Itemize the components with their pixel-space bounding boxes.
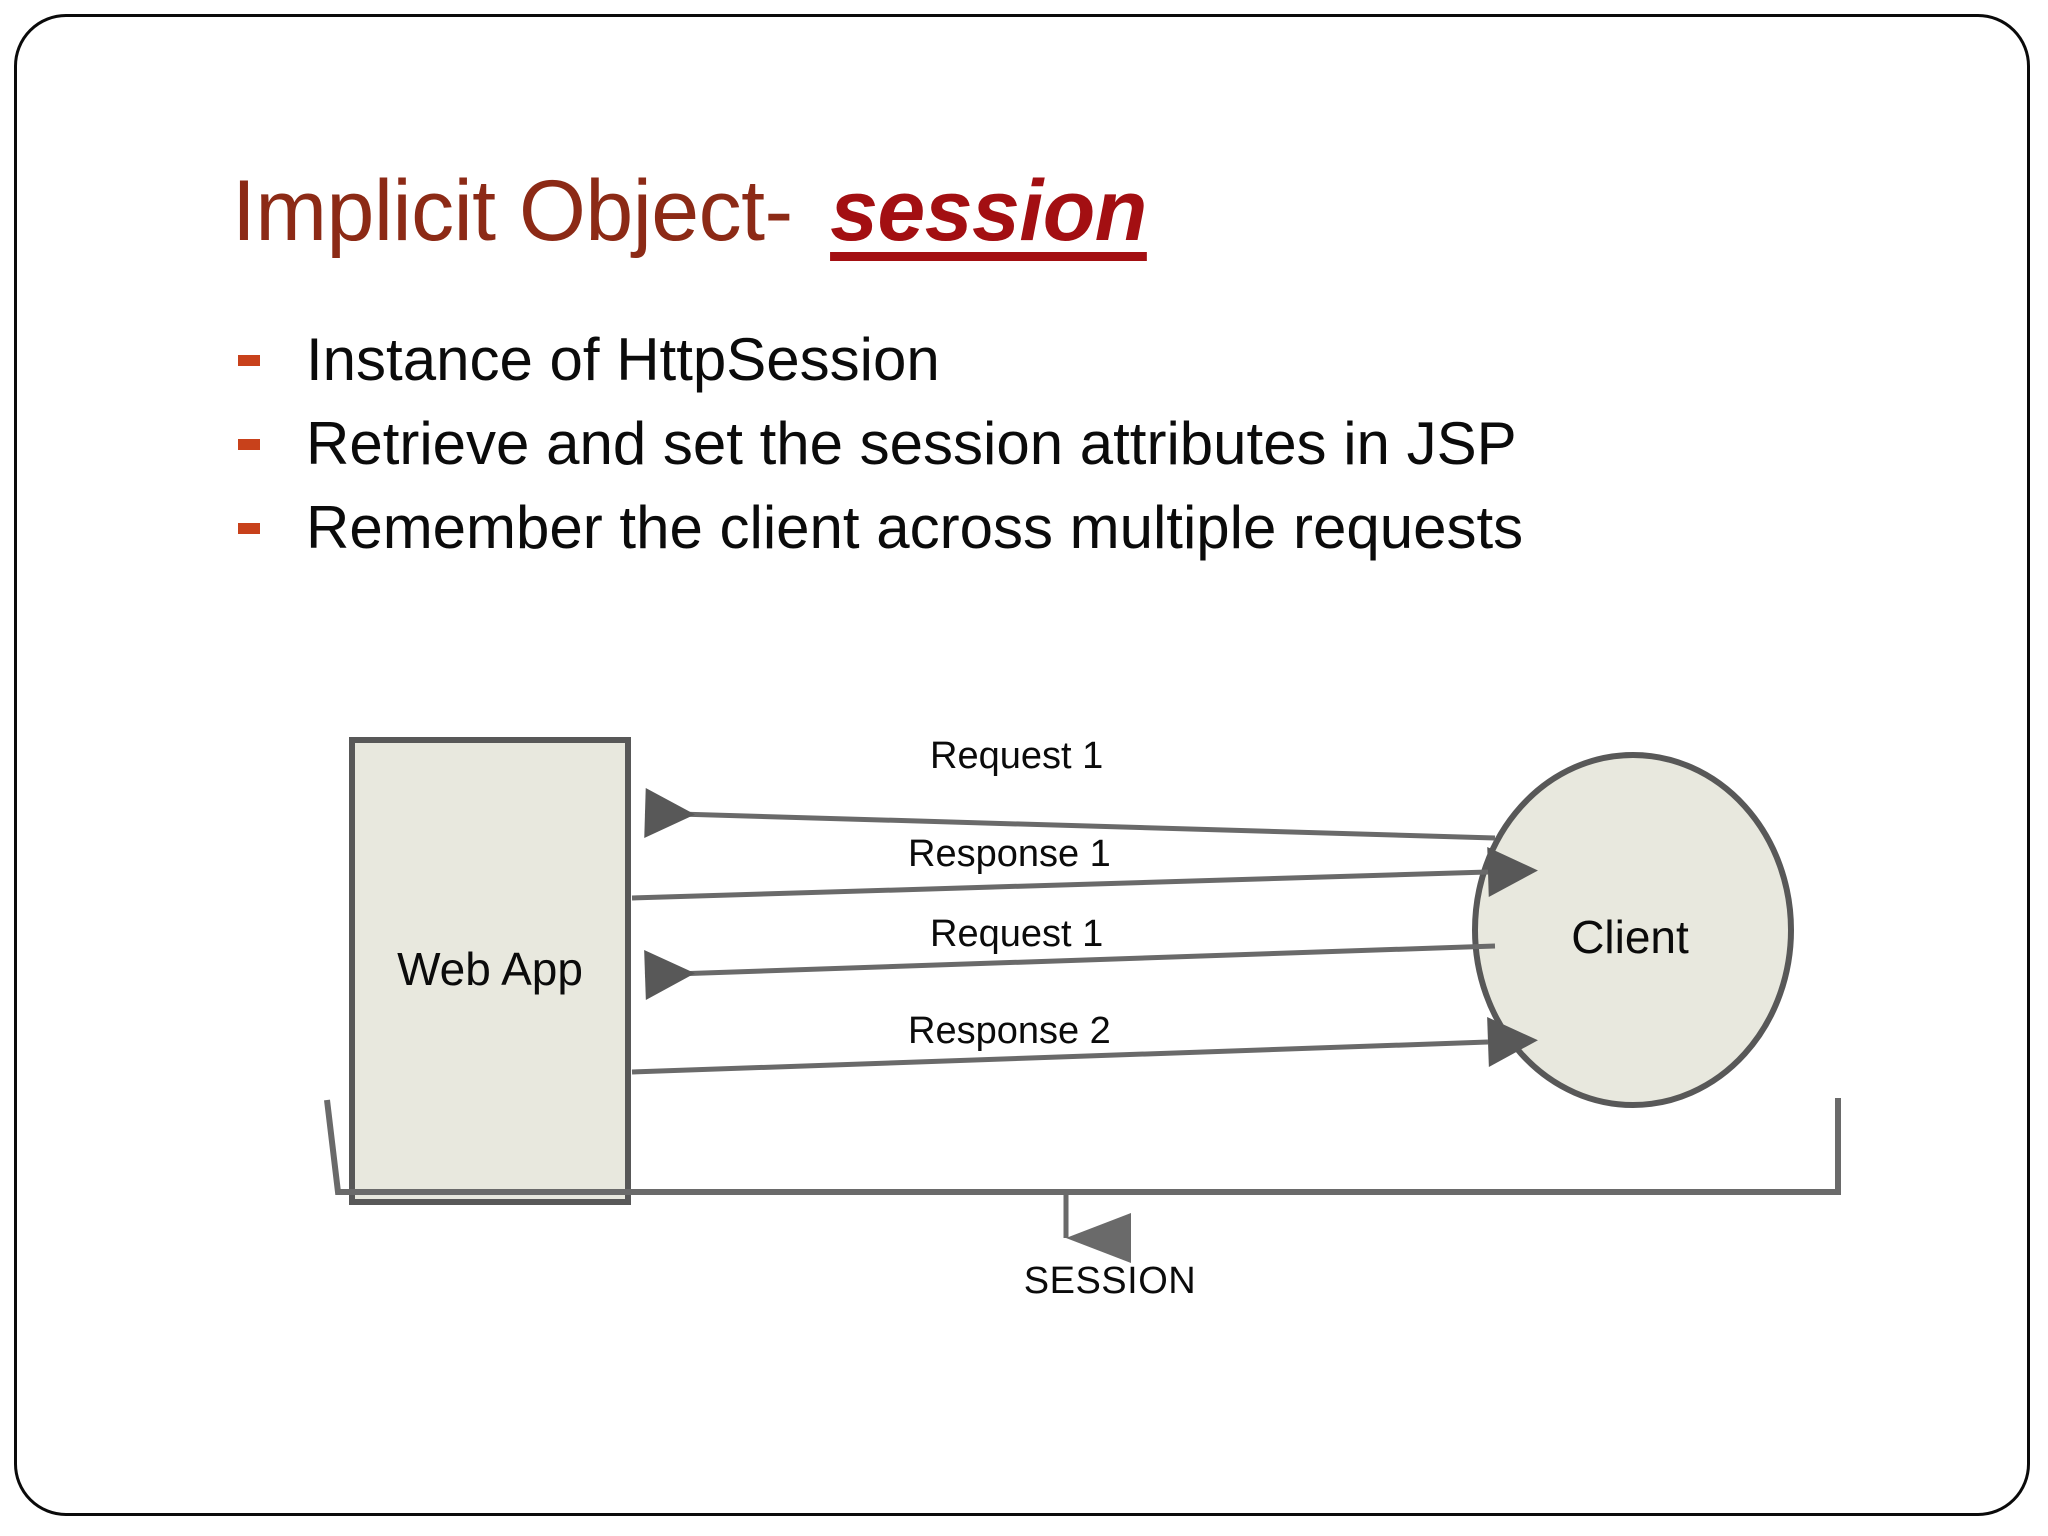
list-item: Instance of HttpSession <box>238 318 1838 402</box>
bullet-marker-icon <box>238 354 260 366</box>
flow-label-response-1: Response 1 <box>908 833 1111 875</box>
list-item-label: Remember the client across multiple requ… <box>306 494 1524 561</box>
client-node-shape <box>1472 752 1794 1108</box>
flow-arrow-response-1 <box>631 847 1538 901</box>
webapp-node-shape <box>349 737 631 1205</box>
list-item: Remember the client across multiple requ… <box>238 486 1838 570</box>
flow-arrow-request-2 <box>644 943 1496 1000</box>
page-title-emphasis: session <box>830 163 1147 259</box>
flow-arrow-response-2 <box>631 1017 1538 1075</box>
client-node-label: Client <box>1571 911 1689 963</box>
bullet-list: Instance of HttpSession Retrieve and set… <box>238 318 1838 570</box>
page-title: Implicit Object- session <box>232 168 1147 254</box>
flow-label-response-2: Response 2 <box>908 1010 1111 1052</box>
webapp-node-label: Web App <box>397 943 583 995</box>
bullet-marker-icon <box>238 438 260 450</box>
list-item-label: Retrieve and set the session attributes … <box>306 410 1517 477</box>
list-item-label: Instance of HttpSession <box>306 326 940 393</box>
list-item: Retrieve and set the session attributes … <box>238 402 1838 486</box>
flow-label-request-1: Request 1 <box>930 735 1104 777</box>
page-title-main: Implicit Object- <box>232 163 817 259</box>
flow-arrow-request-1 <box>644 788 1496 841</box>
session-scope-bracket <box>324 1098 1841 1195</box>
flow-label-request-2: Request 1 <box>930 913 1104 955</box>
session-scope-label: SESSION <box>1023 1260 1197 1302</box>
bullet-marker-icon <box>238 522 260 534</box>
